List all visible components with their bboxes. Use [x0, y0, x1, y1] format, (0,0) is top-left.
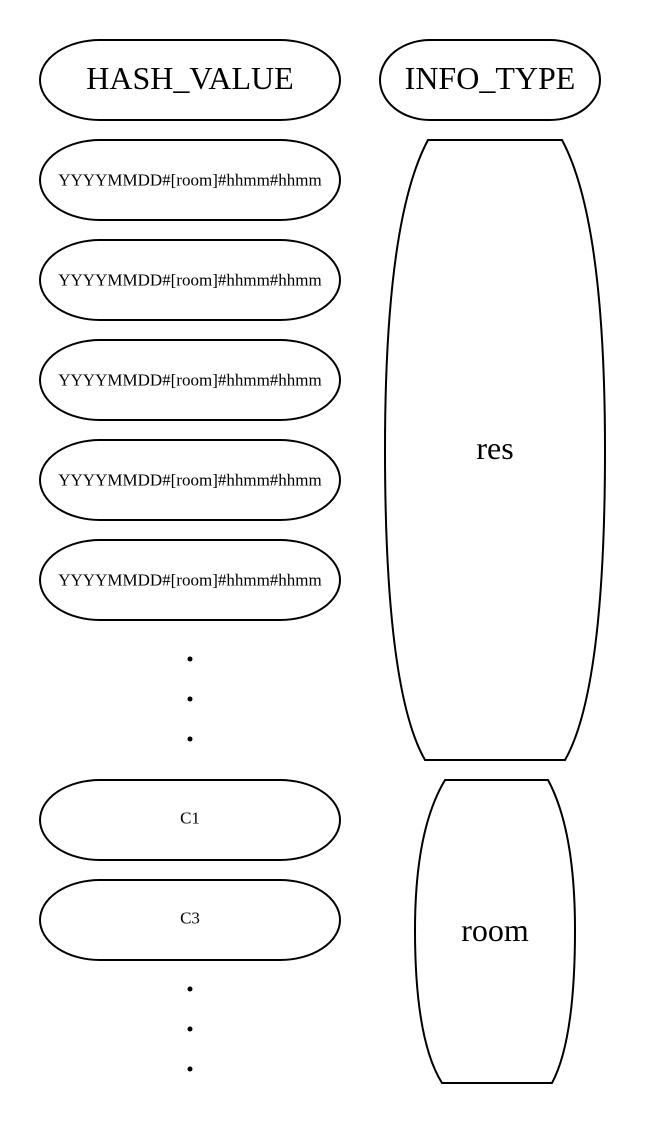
- res-info-type-label: res: [476, 430, 513, 466]
- res-hash-row: YYYYMMDD#[room]#hhmm#hhmm: [39, 539, 341, 621]
- hash-row-label: YYYYMMDD#[room]#hhmm#hhmm: [58, 471, 322, 490]
- room-hash-row: C3: [39, 879, 341, 961]
- res-info-type-node: res: [383, 139, 607, 761]
- info-type-header-label: INFO_TYPE: [405, 60, 576, 96]
- room-ellipsis-icon: [187, 986, 193, 1072]
- res-hash-row: YYYYMMDD#[room]#hhmm#hhmm: [39, 239, 341, 321]
- hash-row-label: YYYYMMDD#[room]#hhmm#hhmm: [58, 371, 322, 390]
- hash-value-header: HASH_VALUE: [39, 39, 341, 121]
- hash-row-label: YYYYMMDD#[room]#hhmm#hhmm: [58, 171, 322, 190]
- hash-row-label: C3: [180, 909, 200, 928]
- room-hash-row: C1: [39, 779, 341, 861]
- res-hash-row: YYYYMMDD#[room]#hhmm#hhmm: [39, 139, 341, 221]
- room-info-type-node: room: [413, 779, 577, 1084]
- room-info-type-label: room: [461, 912, 529, 948]
- res-ellipsis-icon: [187, 656, 193, 742]
- hash-row-label: YYYYMMDD#[room]#hhmm#hhmm: [58, 271, 322, 290]
- res-hash-row: YYYYMMDD#[room]#hhmm#hhmm: [39, 339, 341, 421]
- res-hash-row: YYYYMMDD#[room]#hhmm#hhmm: [39, 439, 341, 521]
- hash-row-label: C1: [180, 809, 200, 828]
- hash-value-header-label: HASH_VALUE: [86, 60, 293, 96]
- info-type-header: INFO_TYPE: [379, 39, 601, 121]
- hash-row-label: YYYYMMDD#[room]#hhmm#hhmm: [58, 571, 322, 590]
